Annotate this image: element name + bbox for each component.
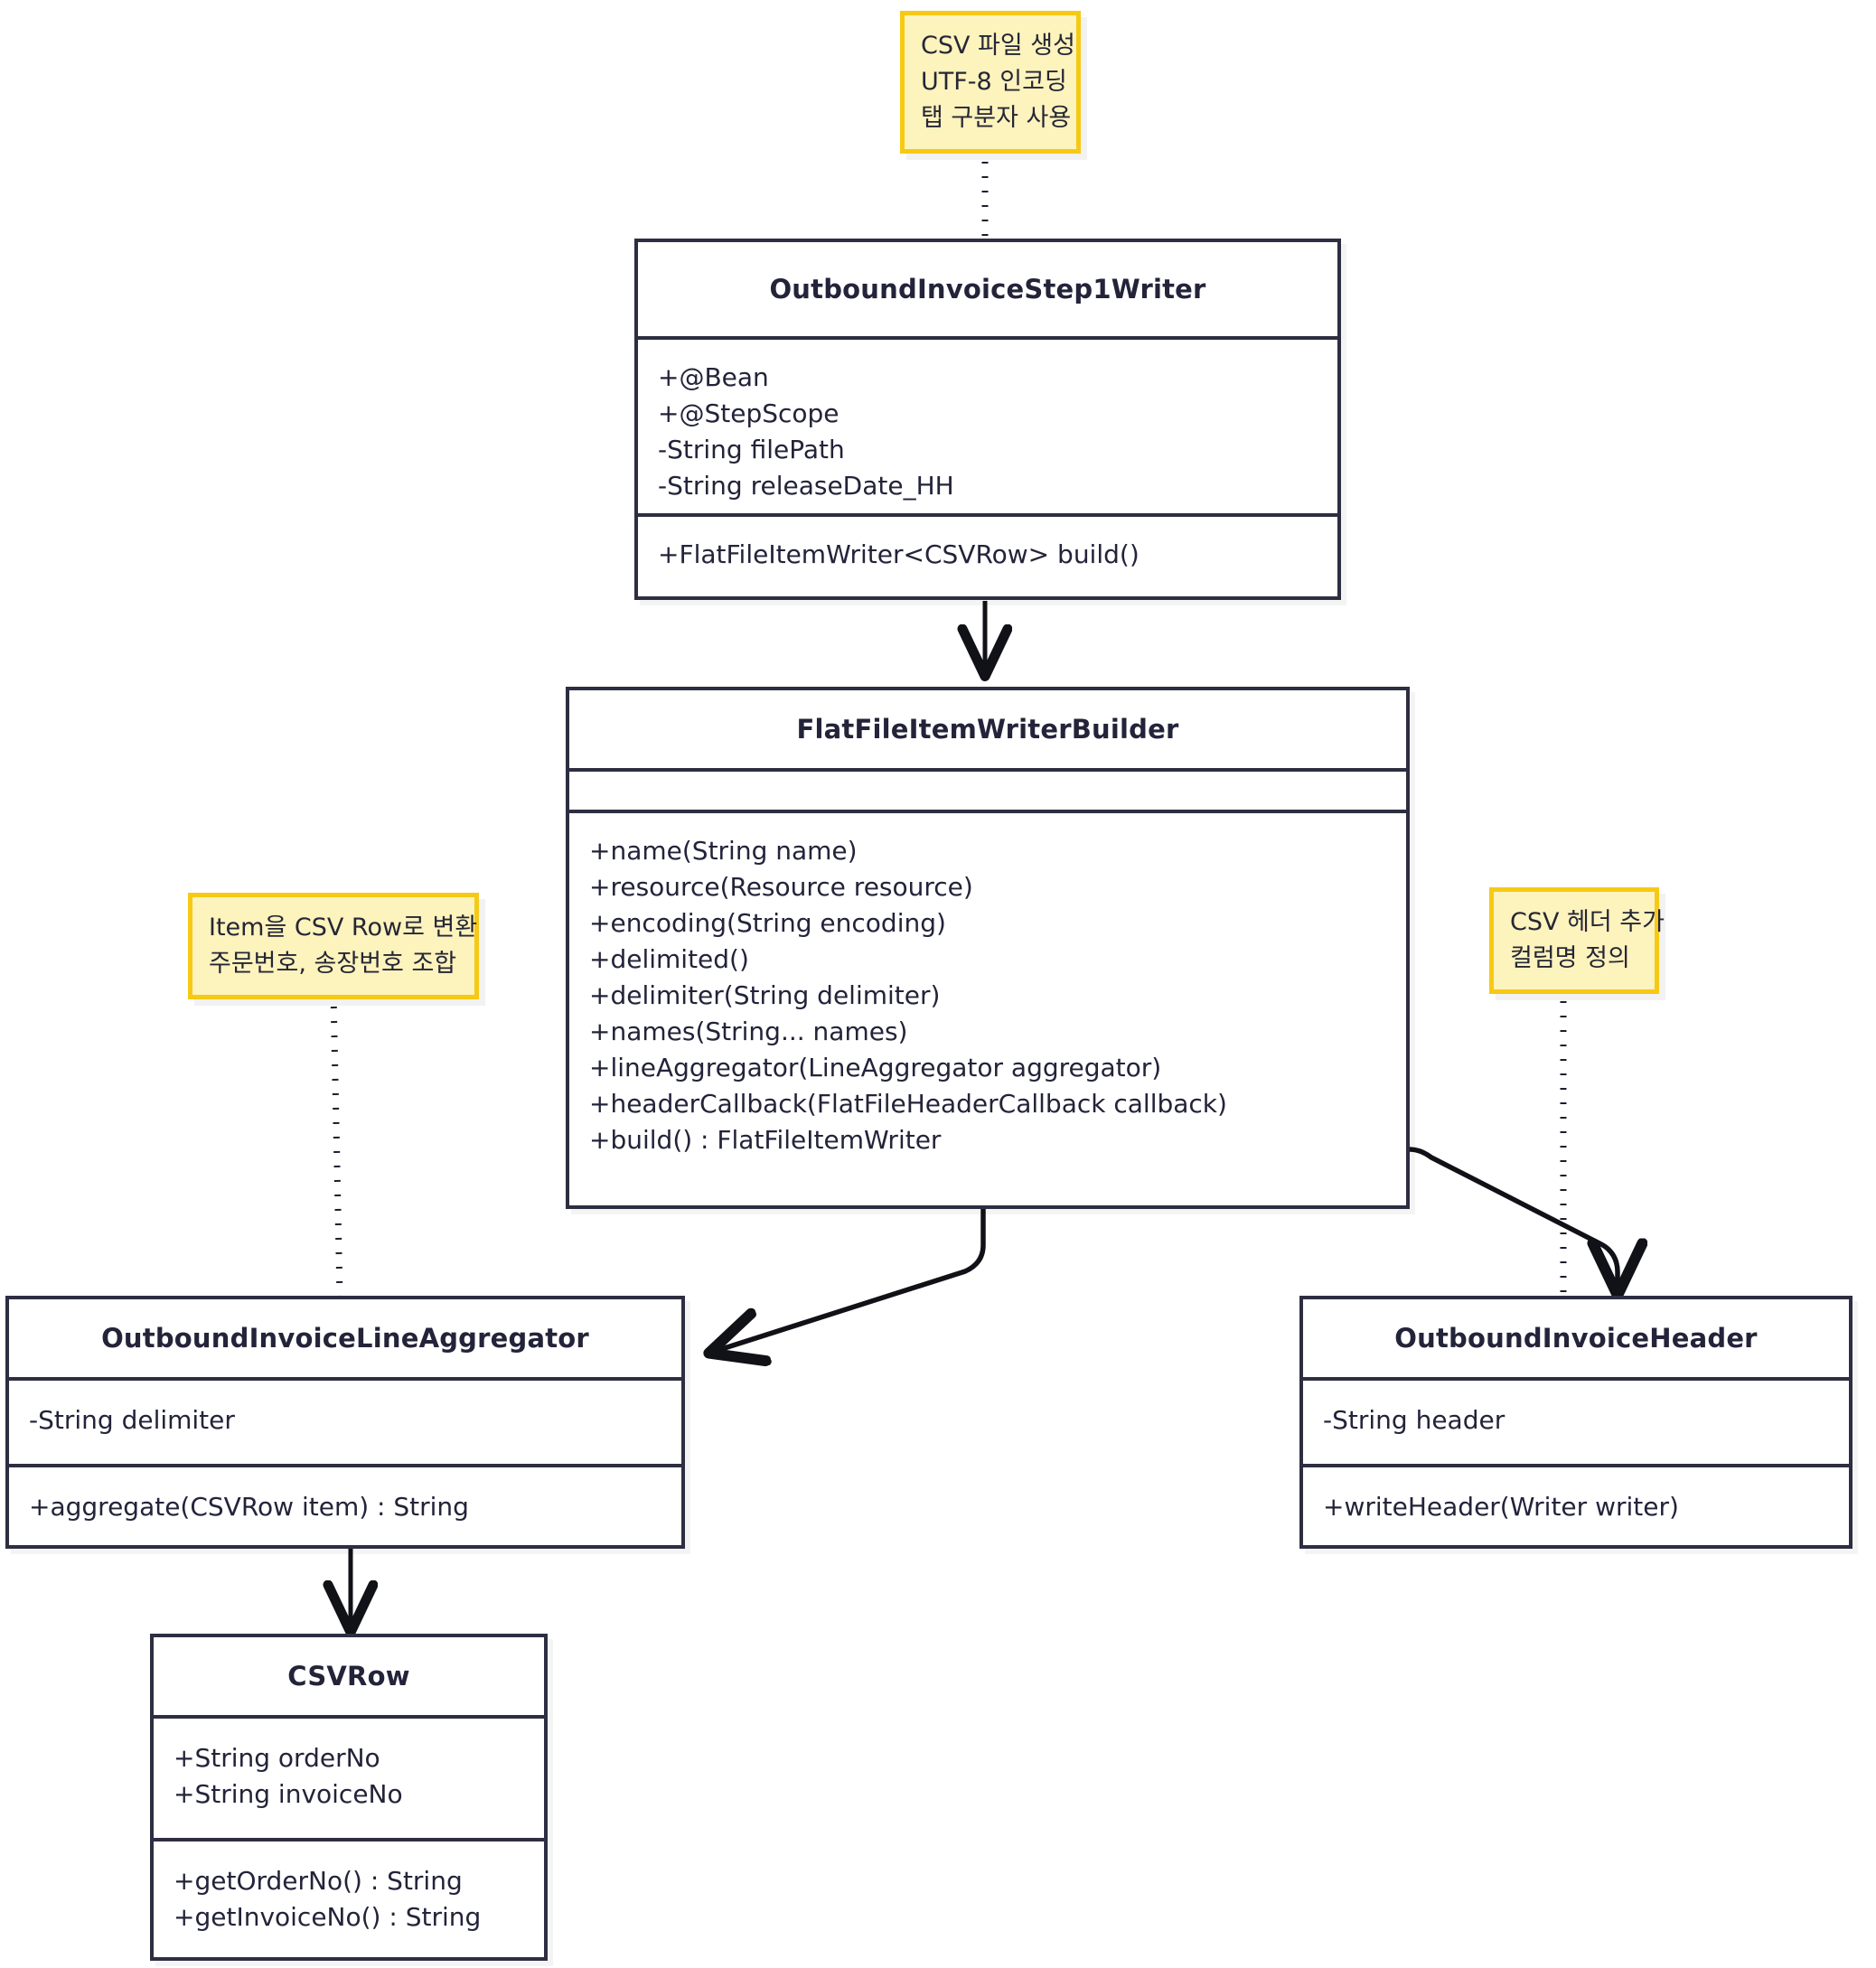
connector-builder-to-header xyxy=(1407,1147,1618,1294)
class-methods: +FlatFileItemWriter<CSVRow> build() xyxy=(638,517,1337,593)
compartment-divider xyxy=(1303,1377,1849,1381)
class-title: OutboundInvoiceHeader xyxy=(1394,1323,1758,1354)
compartment-divider xyxy=(638,513,1337,517)
note-line: 탭 구분자 사용 xyxy=(921,104,1072,132)
class-methods: +getOrderNo() : String +getInvoiceNo() :… xyxy=(154,1841,544,1955)
note-header: CSV 헤더 추가 컬럼명 정의 xyxy=(1489,887,1665,994)
compartment-divider xyxy=(569,810,1406,813)
method-row: +delimiter(String delimiter) xyxy=(589,980,941,1010)
attribute-row: +@Bean xyxy=(658,362,769,392)
compartment-divider xyxy=(638,336,1337,340)
note-line: CSV 파일 생성 xyxy=(921,32,1075,60)
connector-note-line-aggregator-anchor xyxy=(330,991,343,1297)
class-attributes: -String header xyxy=(1303,1381,1849,1464)
class-title: OutboundInvoiceLineAggregator xyxy=(101,1323,589,1354)
note-line: 컬럼명 정의 xyxy=(1510,944,1630,972)
note-line: 주문번호, 송장번호 조합 xyxy=(209,950,457,978)
method-row: +delimited() xyxy=(589,944,749,974)
class-attributes: +String orderNo +String invoiceNo xyxy=(154,1719,544,1838)
note-line: UTF-8 인코딩 xyxy=(921,68,1067,96)
compartment-divider xyxy=(9,1377,681,1381)
method-row: +build() : FlatFileItemWriter xyxy=(589,1125,942,1155)
method-row: +headerCallback(FlatFileHeaderCallback c… xyxy=(589,1089,1227,1119)
method-row: +names(String... names) xyxy=(589,1017,908,1046)
method-row: +FlatFileItemWriter<CSVRow> build() xyxy=(658,539,1140,569)
class-box-outbound-invoice-header: OutboundInvoiceHeader -String header +wr… xyxy=(1299,1296,1853,1549)
compartment-divider xyxy=(1303,1464,1849,1467)
method-row: +resource(Resource resource) xyxy=(589,872,973,902)
note-line: Item을 CSV Row로 변환 xyxy=(209,914,478,942)
attribute-row: -String header xyxy=(1323,1405,1505,1435)
class-methods: +name(String name) +resource(Resource re… xyxy=(569,813,1406,1178)
attribute-row: +@StepScope xyxy=(658,398,840,428)
compartment-divider xyxy=(9,1464,681,1467)
note-csv-file: CSV 파일 생성 UTF-8 인코딩 탭 구분자 사용 xyxy=(900,11,1081,154)
class-title: FlatFileItemWriterBuilder xyxy=(796,714,1179,745)
class-attributes: +@Bean +@StepScope -String filePath -Str… xyxy=(638,340,1337,513)
attribute-row: -String releaseDate_HH xyxy=(658,471,954,501)
method-row: +getOrderNo() : String xyxy=(174,1866,463,1896)
attribute-row: +String orderNo xyxy=(174,1743,380,1773)
method-row: +getInvoiceNo() : String xyxy=(174,1902,482,1932)
method-row: +lineAggregator(LineAggregator aggregato… xyxy=(589,1053,1162,1082)
method-row: +name(String name) xyxy=(589,836,858,866)
class-box-outbound-invoice-line-aggregator: OutboundInvoiceLineAggregator -String de… xyxy=(5,1296,685,1549)
class-box-outbound-invoice-step1-writer: OutboundInvoiceStep1Writer +@Bean +@Step… xyxy=(634,239,1341,600)
attribute-row: -String delimiter xyxy=(29,1405,235,1435)
class-box-flat-file-item-writer-builder: FlatFileItemWriterBuilder +name(String n… xyxy=(566,687,1410,1209)
connector-builder-to-line-aggregator xyxy=(710,1206,986,1353)
class-methods: +aggregate(CSVRow item) : String xyxy=(9,1467,681,1545)
method-row: +encoding(String encoding) xyxy=(589,908,946,938)
note-line-aggregator: Item을 CSV Row로 변환 주문번호, 송장번호 조합 xyxy=(188,893,479,999)
class-attributes: -String delimiter xyxy=(9,1381,681,1464)
method-row: +aggregate(CSVRow item) : String xyxy=(29,1492,469,1522)
attribute-row: -String filePath xyxy=(658,435,845,464)
class-attributes xyxy=(569,772,1406,810)
class-title: OutboundInvoiceStep1Writer xyxy=(769,274,1206,305)
class-title: CSVRow xyxy=(287,1661,410,1692)
class-methods: +writeHeader(Writer writer) xyxy=(1303,1467,1849,1545)
class-box-csv-row: CSVRow +String orderNo +String invoiceNo… xyxy=(150,1634,548,1961)
note-line: CSV 헤더 추가 xyxy=(1510,908,1665,936)
compartment-divider xyxy=(154,1838,544,1841)
attribute-row: +String invoiceNo xyxy=(174,1779,403,1809)
method-row: +writeHeader(Writer writer) xyxy=(1323,1492,1679,1522)
compartment-divider xyxy=(569,768,1406,772)
compartment-divider xyxy=(154,1715,544,1719)
